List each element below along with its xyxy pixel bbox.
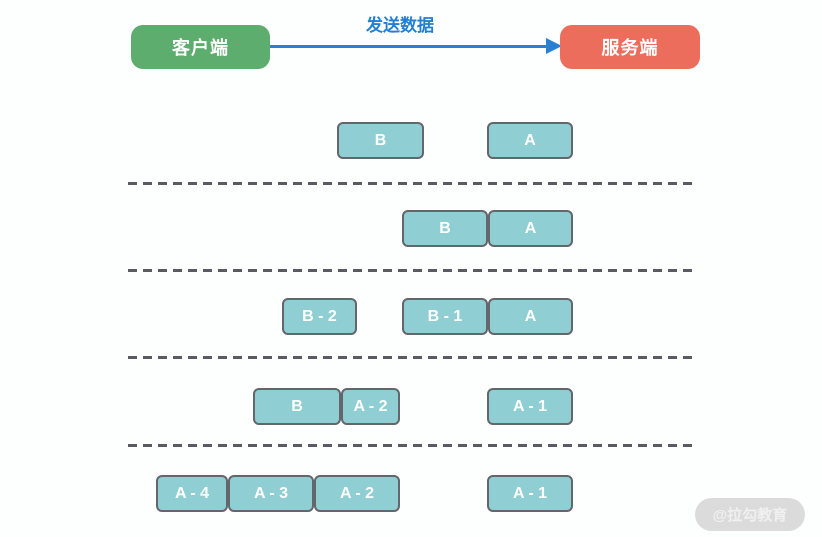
watermark-badge: @拉勾教育 — [695, 498, 805, 531]
segment-box: A - 3 — [228, 475, 314, 512]
segment-box: A — [488, 210, 573, 247]
segment-box: B — [253, 388, 341, 425]
dashed-separator — [128, 356, 695, 359]
dashed-separator — [128, 269, 695, 272]
segment-box: A — [487, 122, 573, 159]
segment-box: B — [337, 122, 424, 159]
send-arrow-label: 发送数据 — [366, 16, 434, 35]
server-box: 服务端 — [560, 25, 700, 69]
segment-box: B — [402, 210, 488, 247]
dashed-separator — [128, 444, 695, 447]
client-box: 客户端 — [131, 25, 270, 69]
segment-box: B - 1 — [402, 298, 488, 335]
client-label: 客户端 — [172, 38, 229, 58]
watermark-label: @拉勾教育 — [712, 507, 788, 524]
segment-box: A - 2 — [341, 388, 400, 425]
server-label: 服务端 — [601, 38, 659, 58]
segment-box: A - 4 — [156, 475, 228, 512]
segment-box: A - 1 — [487, 475, 573, 512]
segment-box: A - 1 — [487, 388, 573, 425]
segment-box: A — [488, 298, 573, 335]
dashed-separator — [128, 182, 695, 185]
segment-box: A - 2 — [314, 475, 400, 512]
send-arrow-line — [270, 45, 547, 48]
segment-box: B - 2 — [282, 298, 357, 335]
send-arrow-head-icon — [546, 38, 562, 54]
